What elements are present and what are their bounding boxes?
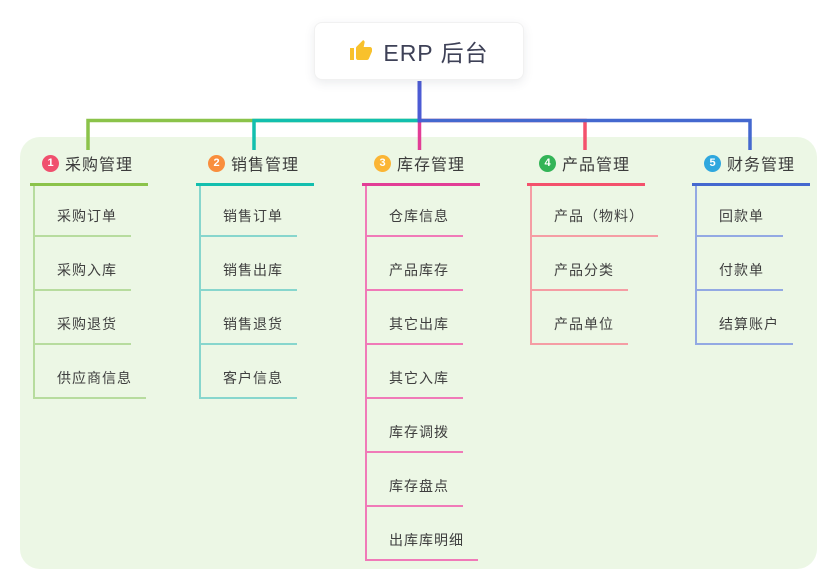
mindmap-sub-item[interactable]: 其它出库 xyxy=(367,291,463,345)
mindmap-sub-item[interactable]: 产品（物料） xyxy=(532,186,658,237)
branch-procurement: 1 采购管理 采购订单采购入库采购退货供应商信息 xyxy=(30,151,148,399)
branch-items-inventory: 仓库信息产品库存其它出库其它入库库存调拨库存盘点出库库明细 xyxy=(365,186,478,561)
branch-items-finance: 回款单付款单结算账户 xyxy=(695,186,793,345)
mindmap-sub-item[interactable]: 产品库存 xyxy=(367,237,463,291)
branch-inventory: 3 库存管理 仓库信息产品库存其它出库其它入库库存调拨库存盘点出库库明细 xyxy=(362,151,480,561)
badge-4: 4 xyxy=(539,154,556,172)
mindmap-sub-item[interactable]: 销售订单 xyxy=(201,186,297,237)
branch-node-procurement[interactable]: 1 采购管理 xyxy=(30,151,148,186)
mindmap-sub-item[interactable]: 回款单 xyxy=(697,186,783,237)
badge-3: 3 xyxy=(374,154,391,172)
branch-finance: 5 财务管理 回款单付款单结算账户 xyxy=(692,151,810,345)
branch-items-procurement: 采购订单采购入库采购退货供应商信息 xyxy=(33,186,146,399)
mindmap-sub-item[interactable]: 采购入库 xyxy=(35,237,131,291)
badge-1: 1 xyxy=(42,154,59,172)
branch-node-inventory[interactable]: 3 库存管理 xyxy=(362,151,480,186)
mindmap-sub-item[interactable]: 销售退货 xyxy=(201,291,297,345)
badge-5: 5 xyxy=(704,154,721,172)
mindmap-sub-item[interactable]: 产品分类 xyxy=(532,237,628,291)
branch-items-sales: 销售订单销售出库销售退货客户信息 xyxy=(199,186,297,399)
mindmap-sub-item[interactable]: 产品单位 xyxy=(532,291,628,345)
mindmap-sub-item[interactable]: 其它入库 xyxy=(367,345,463,399)
branch-items-product: 产品（物料）产品分类产品单位 xyxy=(530,186,658,345)
mindmap-sub-item[interactable]: 销售出库 xyxy=(201,237,297,291)
branch-node-finance[interactable]: 5 财务管理 xyxy=(692,151,810,186)
mindmap-sub-item[interactable]: 结算账户 xyxy=(697,291,793,345)
mindmap-sub-item[interactable]: 客户信息 xyxy=(201,345,297,399)
thumbs-up-icon xyxy=(350,40,373,60)
branch-product: 4 产品管理 产品（物料）产品分类产品单位 xyxy=(527,151,658,345)
mindmap-sub-item[interactable]: 出库库明细 xyxy=(367,507,478,561)
mindmap-sub-item[interactable]: 库存调拨 xyxy=(367,399,463,453)
branch-node-sales[interactable]: 2 销售管理 xyxy=(196,151,314,186)
branch-sales: 2 销售管理 销售订单销售出库销售退货客户信息 xyxy=(196,151,314,399)
branch-title-sales: 销售管理 xyxy=(231,157,300,174)
branch-title-product: 产品管理 xyxy=(562,157,631,174)
branch-node-product[interactable]: 4 产品管理 xyxy=(527,151,645,186)
root-node-label: ERP 后台 xyxy=(383,40,489,66)
mindmap-sub-item[interactable]: 仓库信息 xyxy=(367,186,463,237)
mindmap-sub-item[interactable]: 采购退货 xyxy=(35,291,131,345)
mindmap-sub-item[interactable]: 供应商信息 xyxy=(35,345,146,399)
mindmap-sub-item[interactable]: 库存盘点 xyxy=(367,453,463,507)
mindmap-sub-item[interactable]: 采购订单 xyxy=(35,186,131,237)
branches-background-panel xyxy=(20,137,817,569)
root-node-erp-backend[interactable]: ERP 后台 xyxy=(314,22,524,80)
branch-title-inventory: 库存管理 xyxy=(397,157,466,174)
mindmap-sub-item[interactable]: 付款单 xyxy=(697,237,783,291)
branch-title-finance: 财务管理 xyxy=(727,157,796,174)
branch-title-procurement: 采购管理 xyxy=(65,157,134,174)
badge-2: 2 xyxy=(208,154,225,172)
